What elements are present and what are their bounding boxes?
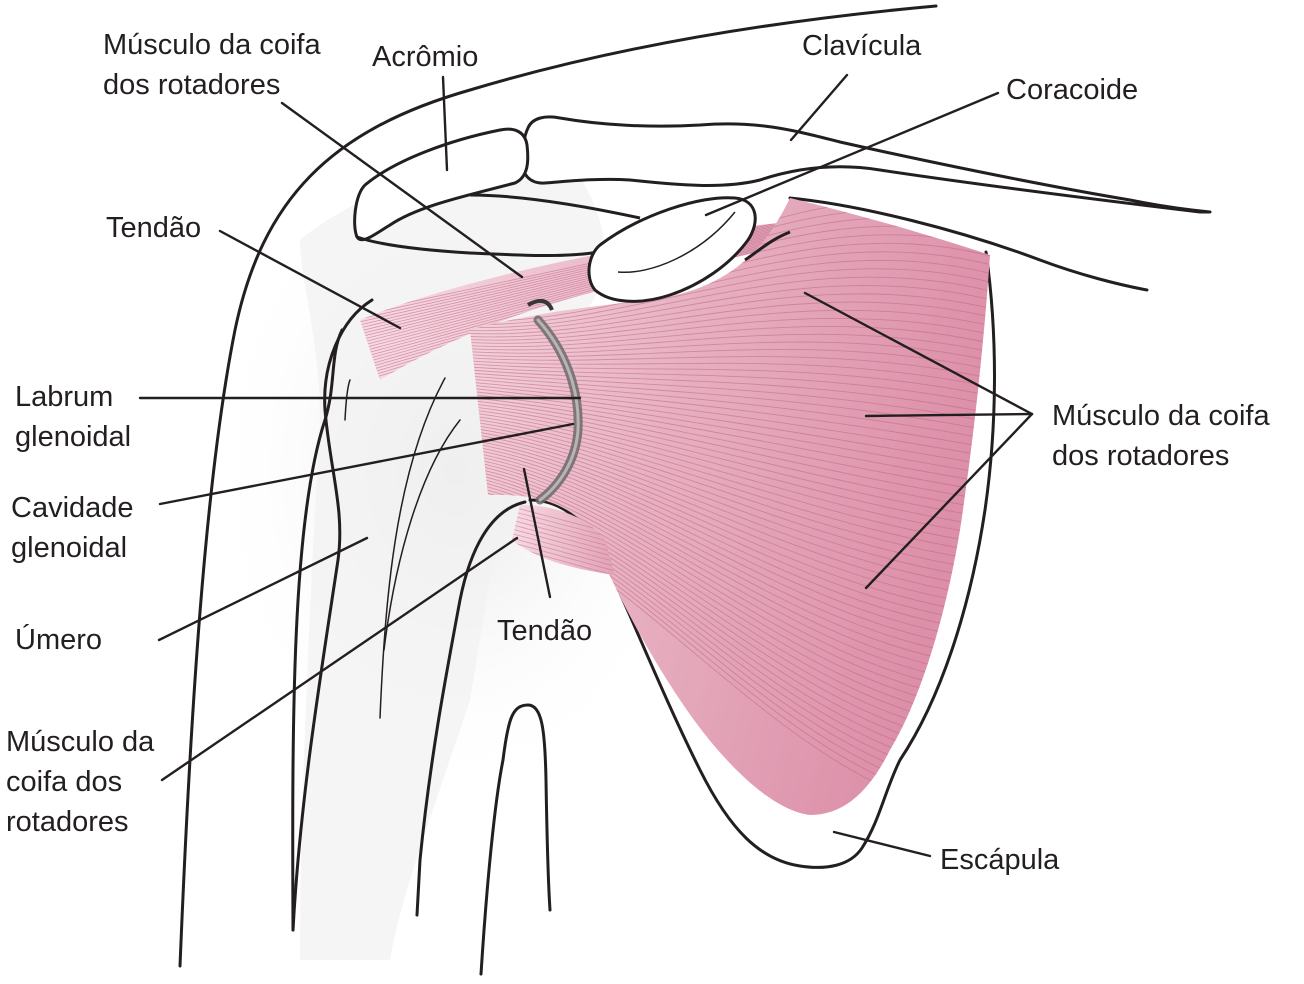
muscle-fiber (470, 325, 990, 348)
muscle-fiber (470, 390, 990, 477)
muscle-fiber (470, 360, 990, 390)
muscle-fiber (470, 396, 990, 494)
muscle-fiber (470, 454, 990, 659)
muscle-fiber (470, 356, 990, 381)
label-line: coifa dos (6, 766, 123, 798)
label-scapula: Escápula (940, 844, 1060, 876)
muscle-fiber (470, 399, 990, 503)
label-line: Cavidade (11, 492, 134, 524)
label-clavicle: Clavícula (802, 30, 922, 62)
muscle-fiber (470, 463, 990, 686)
clavicle-bone (520, 115, 1212, 214)
leader-lines (138, 73, 1034, 858)
muscle-fiber (470, 333, 990, 355)
muscle-fiber (470, 427, 990, 581)
label-line: glenoidal (15, 421, 132, 453)
muscle-fiber (470, 451, 990, 651)
muscle-fiber (470, 439, 990, 616)
tendon-fiber (512, 513, 615, 545)
muscle-fiber (470, 363, 990, 399)
label-acromion: Acrômio (372, 41, 479, 73)
label-line: dos rotadores (1052, 440, 1230, 472)
label-line: rotadores (6, 806, 129, 838)
muscle-fiber (470, 387, 990, 468)
label-rotator-cuff-right: Músculo da coifa dos rotadores (1052, 396, 1270, 476)
labrum-glenoid (526, 298, 583, 505)
muscle-fiber (470, 369, 990, 416)
label-tendon-upper: Tendão (106, 212, 202, 244)
rotator-cuff-muscle (470, 198, 990, 815)
label-line: Músculo da coifa (103, 29, 321, 61)
label-labrum: Labrum glenoidal (15, 377, 131, 457)
tendon-fiber (512, 517, 615, 550)
muscle-fiber (470, 424, 990, 572)
tendon-fiber (512, 535, 615, 569)
muscle-fiber (470, 384, 990, 459)
muscle-fiber (470, 372, 990, 425)
muscle-fiber (470, 309, 990, 341)
coracoid-bone (587, 196, 791, 303)
label-line: Músculo da coifa (1052, 400, 1270, 432)
label-rotator-cuff-lower-left: Músculo da coifa dos rotadores (6, 722, 154, 842)
label-line: Labrum (15, 381, 114, 413)
muscle-fiber (470, 349, 990, 372)
muscle-fiber (470, 430, 990, 590)
muscle-fiber (470, 460, 990, 677)
muscle-fiber (470, 301, 990, 338)
body-outline (178, 4, 938, 968)
muscle-fiber (470, 433, 990, 599)
muscle-fiber (470, 445, 990, 633)
muscle-fiber (470, 412, 990, 538)
tendon-fiber (512, 526, 615, 559)
muscle-fiber (470, 406, 990, 520)
muscle-fiber (470, 366, 990, 407)
lower-tendon (512, 505, 615, 575)
muscle-fiber (470, 466, 990, 694)
humerus-bone (291, 298, 552, 976)
muscle-fiber (470, 293, 990, 335)
muscle-fiber (470, 381, 990, 451)
label-line: dos rotadores (103, 69, 281, 101)
muscle-fiber (470, 403, 990, 512)
label-rotator-cuff-top: Músculo da coifa dos rotadores (103, 25, 321, 105)
tendon-fiber (512, 531, 615, 564)
muscle-fiber (470, 418, 990, 555)
muscle-fiber (470, 421, 990, 564)
muscle-fiber (470, 317, 990, 344)
label-humerus: Úmero (15, 624, 103, 656)
acromion-bone (353, 127, 641, 258)
label-line: Músculo da (6, 726, 155, 758)
muscle-fiber (470, 469, 990, 703)
muscle-fiber (470, 378, 990, 442)
label-glenoid-cavity: Cavidade glenoidal (11, 488, 134, 568)
muscle-fiber (470, 393, 990, 486)
label-tendon-lower: Tendão (497, 615, 593, 647)
muscle-fiber (470, 375, 990, 433)
tendon-fiber (512, 540, 615, 573)
label-line: glenoidal (11, 532, 128, 564)
muscle-fiber (470, 442, 990, 625)
muscle-fiber (470, 409, 990, 529)
tendon-fiber (512, 522, 615, 555)
label-coracoid: Coracoide (1006, 74, 1139, 106)
muscle-fiber (470, 436, 990, 607)
muscle-fiber (470, 448, 990, 642)
muscle-fiber (470, 457, 990, 668)
muscle-fiber (470, 341, 990, 364)
